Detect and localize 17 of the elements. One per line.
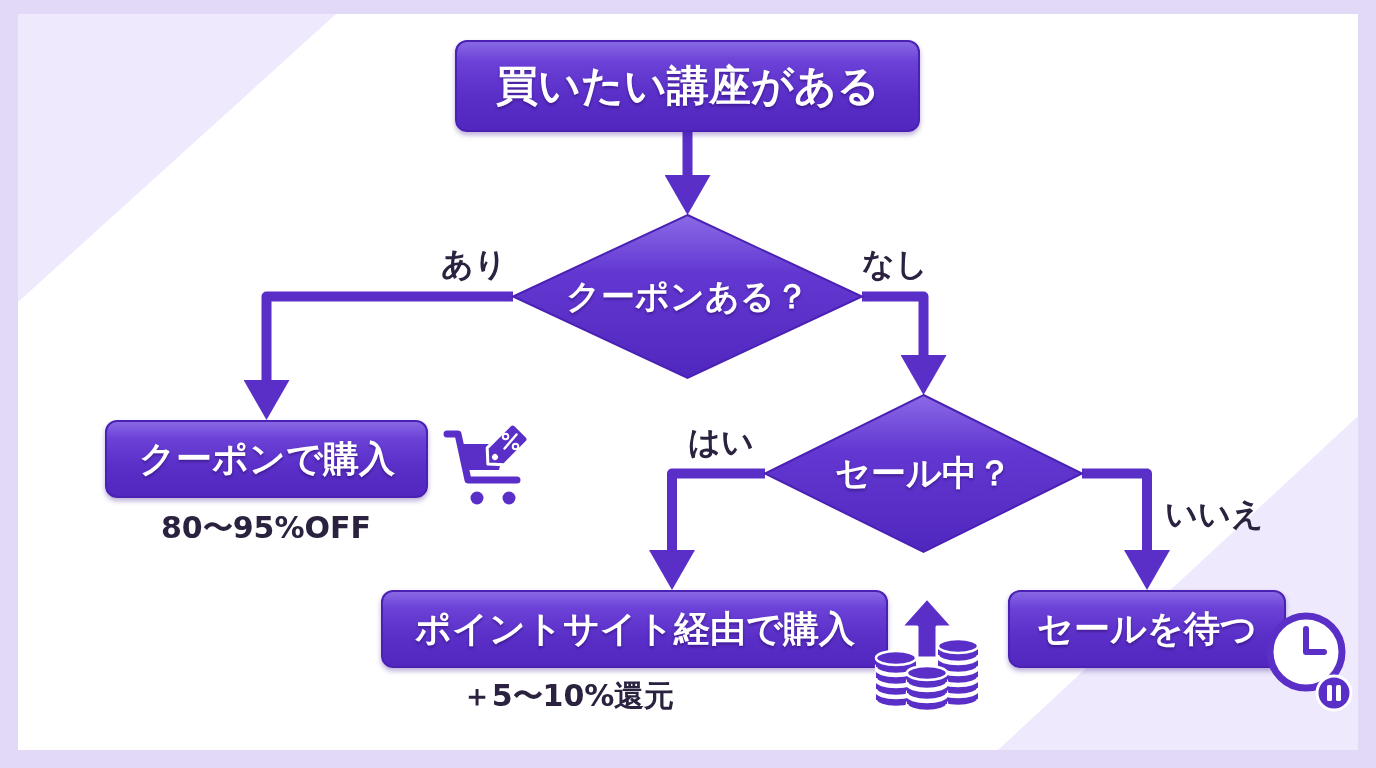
process-box: 買いたい講座がある (455, 40, 920, 132)
decision-diamond: セール中？ (765, 395, 1082, 552)
arrow (1082, 468, 1170, 590)
edge-label: はい (688, 424, 754, 461)
arrow (862, 291, 947, 395)
caption-text: ＋5〜10%還元 (461, 679, 675, 714)
edge-label: なし (862, 246, 928, 283)
arrow (243, 291, 513, 420)
process-box: セールを待つ (1008, 590, 1286, 668)
edge-label: あり (441, 246, 507, 283)
decision-diamond: クーポンある？ (513, 215, 862, 378)
process-box: クーポンで購入 (105, 420, 428, 498)
arrow (664, 132, 711, 215)
arrow (649, 468, 765, 590)
edge-label: いいえ (1165, 496, 1264, 533)
caption-text: 80〜95%OFF (161, 511, 371, 546)
process-box: ポイントサイト経由で購入 (381, 590, 888, 668)
